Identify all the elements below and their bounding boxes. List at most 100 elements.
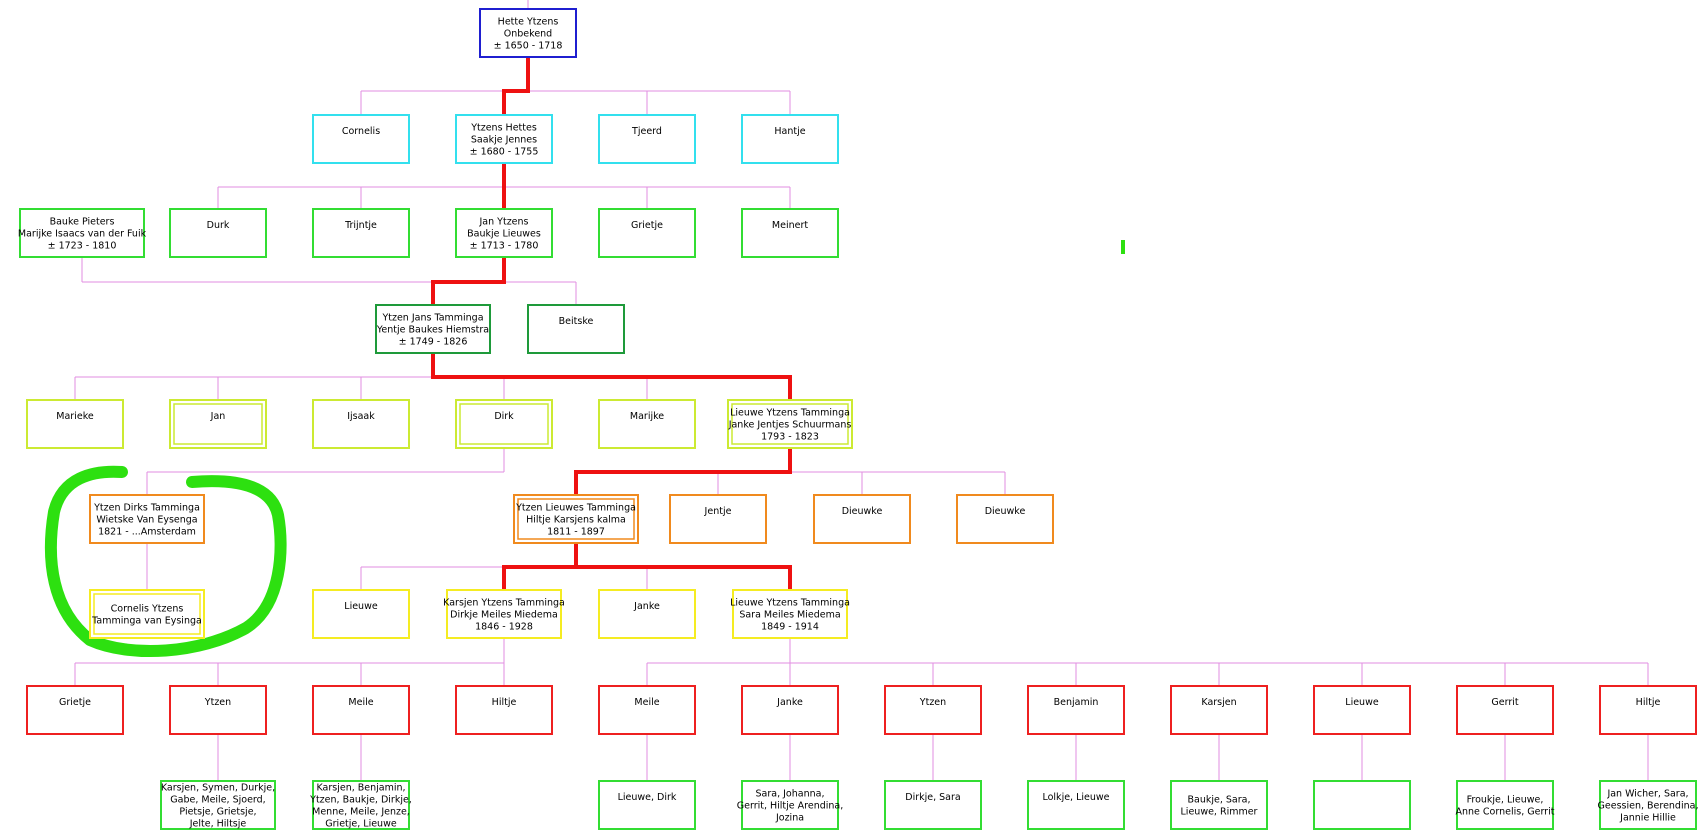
person-box-kids-janke[interactable]: Sara, Johanna,Gerrit, Hiltje Arendina,Jo…	[737, 780, 844, 830]
person-box-frame	[1599, 685, 1697, 735]
person-text-line: Karsjen, Symen, Durkje,	[161, 783, 275, 794]
person-box-janke-6[interactable]: Janke	[598, 589, 696, 639]
person-text-line: Lieuwe, Dirk	[618, 792, 677, 803]
person-box-dieuwke-2[interactable]: Dieuwke	[956, 494, 1054, 544]
person-text-line: Gerrit	[1491, 697, 1518, 708]
person-box-frame	[312, 114, 410, 164]
person-box-janke-7[interactable]: Janke	[741, 685, 839, 735]
person-text-line: Grietje, Lieuwe	[325, 819, 397, 830]
person-box-kids-lieuwe[interactable]	[1313, 780, 1411, 830]
person-box-frame	[1313, 685, 1411, 735]
person-text-line: Jelte, Hiltsje	[189, 819, 247, 830]
person-box-inner-frame	[93, 593, 201, 635]
person-box-frame	[741, 780, 839, 830]
person-text-line: Ytzen	[204, 697, 231, 708]
person-text-line: Dieuwke	[842, 506, 883, 517]
person-box-beitske[interactable]: Beitske	[527, 304, 625, 354]
person-box-hiltje-7b[interactable]: Hiltje	[1599, 685, 1697, 735]
person-box-kids-ytzen[interactable]: Karsjen, Symen, Durkje,Gabe, Meile, Sjoe…	[160, 780, 276, 830]
person-text-line: ± 1749 - 1826	[399, 337, 468, 348]
person-box-grietje-2[interactable]: Grietje	[598, 208, 696, 258]
person-text-line: Marijke Isaacs van der Fuik	[18, 229, 147, 240]
lineage-line	[431, 353, 792, 400]
person-box-frame	[169, 685, 267, 735]
person-text-line: Tjeerd	[631, 126, 662, 137]
person-box-marieke[interactable]: Marieke	[26, 399, 124, 449]
person-text-line: Bauke Pieters	[50, 217, 115, 228]
person-text-line: Onbekend	[504, 29, 552, 40]
person-box-dirk-4[interactable]: Dirk	[455, 399, 553, 449]
person-box-cornelis[interactable]: Cornelis	[312, 114, 410, 164]
person-box-grietje-7[interactable]: Grietje	[26, 685, 124, 735]
person-box-frame	[598, 589, 696, 639]
person-box-gerrit-7[interactable]: Gerrit	[1456, 685, 1554, 735]
person-box-frame	[513, 494, 639, 544]
person-box-kids-hiltje[interactable]: Jan Wicher, Sara,Geessien, Berendina,Jan…	[1598, 780, 1699, 830]
person-text-line: Cornelis Ytzens	[111, 604, 184, 615]
person-box-ijsaak[interactable]: Ijsaak	[312, 399, 410, 449]
person-text-line: ± 1713 - 1780	[470, 241, 539, 252]
person-box-kids-gerrit[interactable]: Froukje, Lieuwe,Anne Cornelis, Gerrit	[1456, 780, 1555, 830]
person-text-line: Jan	[210, 411, 226, 422]
person-text-line: Lieuwe Ytzens Tamminga	[730, 408, 850, 419]
person-box-frame	[527, 304, 625, 354]
person-text-line: Janke Jentjes Schuurmans	[728, 420, 852, 431]
lineage-line	[576, 565, 792, 590]
person-text-line: Meile	[348, 697, 373, 708]
lineage-line	[431, 257, 506, 305]
person-box-jan-4[interactable]: Jan	[169, 399, 267, 449]
person-box-durk[interactable]: Durk	[169, 208, 267, 258]
person-text-line: Wietske Van Eysenga	[96, 515, 197, 526]
person-box-benjamin-7[interactable]: Benjamin	[1027, 685, 1125, 735]
person-box-meinert[interactable]: Meinert	[741, 208, 839, 258]
person-box-trijntje[interactable]: Trijntje	[312, 208, 410, 258]
person-box-frame	[160, 780, 276, 830]
person-box-frame	[813, 494, 911, 544]
person-box-kids-ytzen-b[interactable]: Dirkje, Sara	[884, 780, 982, 830]
person-text-line: Baukje Lieuwes	[467, 229, 541, 240]
person-box-tjeerd[interactable]: Tjeerd	[598, 114, 696, 164]
person-box-frame	[1027, 780, 1125, 830]
person-box-lieuwe-6[interactable]: Lieuwe	[312, 589, 410, 639]
person-box-karsjen-7[interactable]: Karsjen	[1170, 685, 1268, 735]
person-text-line: 1821 - ...Amsterdam	[98, 527, 196, 538]
person-box-kids-meile-b[interactable]: Lieuwe, Dirk	[598, 780, 696, 830]
person-box-kids-meile-a[interactable]: Karsjen, Benjamin,Ytzen, Baukje, Dirkje,…	[309, 780, 412, 830]
person-box-frame	[455, 114, 553, 164]
person-box-lieuwe-7[interactable]: Lieuwe	[1313, 685, 1411, 735]
person-text-line: Beitske	[559, 316, 594, 327]
person-box-frame	[312, 399, 410, 449]
person-text-line: ± 1723 - 1810	[48, 241, 117, 252]
person-box-hantje[interactable]: Hantje	[741, 114, 839, 164]
person-text-line: Cornelis	[342, 126, 380, 137]
person-box-jentje[interactable]: Jentje	[669, 494, 767, 544]
person-box-frame	[1599, 780, 1697, 830]
person-text-line: Jan Ytzens	[479, 217, 529, 228]
person-box-marijke-4[interactable]: Marijke	[598, 399, 696, 449]
person-box-ytzen-7b[interactable]: Ytzen	[884, 685, 982, 735]
person-box-frame	[479, 8, 577, 58]
person-box-meile-7a[interactable]: Meile	[312, 685, 410, 735]
person-box-hiltje-7a[interactable]: Hiltje	[455, 685, 553, 735]
person-box-kids-benjamin[interactable]: Lolkje, Lieuwe	[1027, 780, 1125, 830]
person-box-frame	[598, 114, 696, 164]
person-box-frame	[727, 399, 853, 449]
person-box-ytzen-7a[interactable]: Ytzen	[169, 685, 267, 735]
person-text-line: Durk	[207, 220, 230, 231]
person-box-meile-7b[interactable]: Meile	[598, 685, 696, 735]
person-box-kids-karsjen[interactable]: Baukje, Sara,Lieuwe, Rimmer	[1170, 780, 1268, 830]
person-text-line: Dieuwke	[985, 506, 1026, 517]
person-box-dieuwke-1[interactable]: Dieuwke	[813, 494, 911, 544]
lineage-line	[574, 448, 792, 495]
